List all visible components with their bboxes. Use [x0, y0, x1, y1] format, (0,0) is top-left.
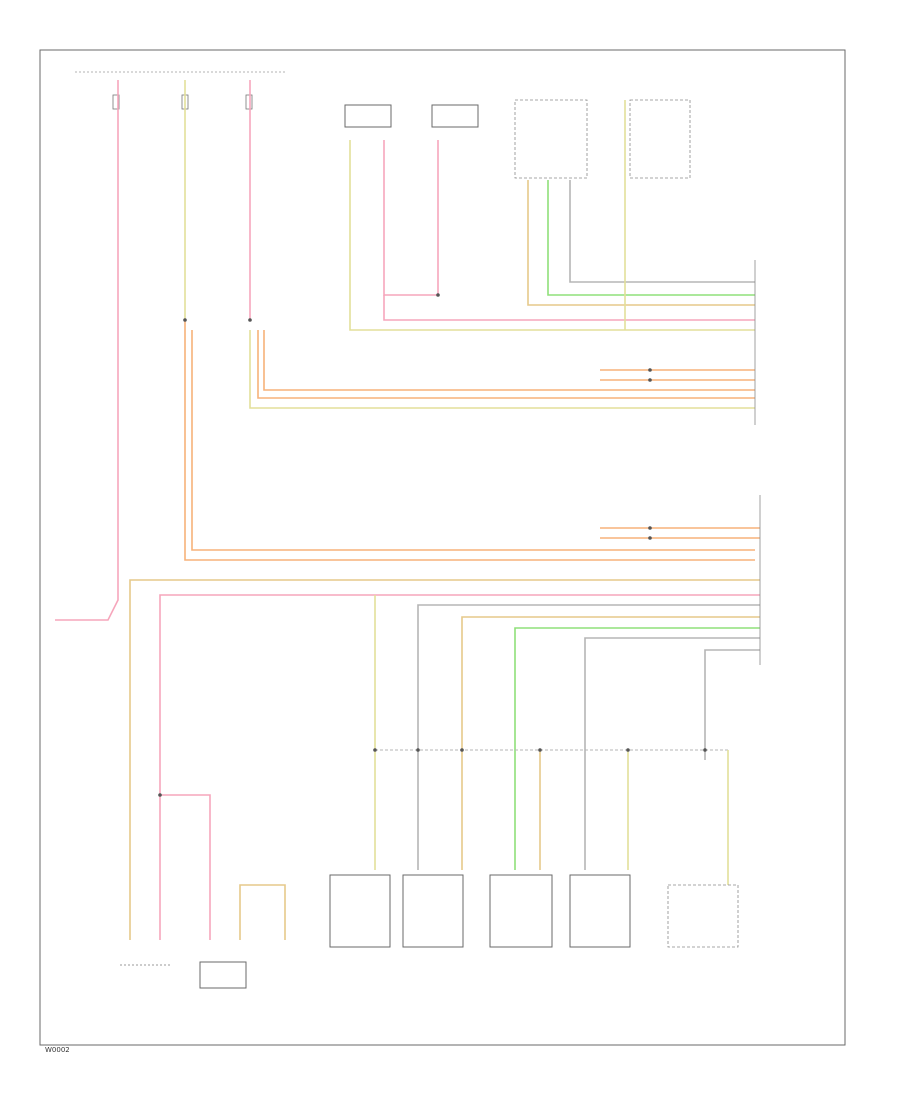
relay-box-icon	[402, 874, 464, 948]
connector-dot-icon	[436, 293, 440, 297]
relay-box-icon	[569, 874, 631, 948]
fuse-icon	[245, 94, 253, 110]
diagram-reference-id: W0002	[45, 1046, 70, 1054]
connector-dot-icon	[158, 793, 162, 797]
bottom-components	[120, 874, 739, 989]
connector-dots	[158, 293, 707, 797]
relay-box-icon	[489, 874, 553, 948]
relay-box-icon	[514, 99, 588, 179]
fuse-icon	[112, 94, 120, 110]
connector-dot-icon	[648, 378, 652, 382]
connector-dot-icon	[183, 318, 187, 322]
connector-dot-icon	[648, 536, 652, 540]
connector-dot-icon	[373, 748, 377, 752]
wires	[55, 80, 760, 940]
connector-dot-icon	[703, 748, 707, 752]
relay-box-icon	[667, 884, 739, 948]
relay-box-icon	[431, 104, 479, 128]
fuse-feeds	[75, 71, 285, 110]
relay-box-icon	[329, 874, 391, 948]
connector-dot-icon	[648, 368, 652, 372]
diagram-frame	[39, 49, 846, 1046]
connector-dot-icon	[538, 748, 542, 752]
top-components	[344, 99, 691, 179]
connector-dot-icon	[416, 748, 420, 752]
connector-dot-icon	[648, 526, 652, 530]
connector-dot-icon	[248, 318, 252, 322]
relay-box-icon	[344, 104, 392, 128]
relay-box-icon	[199, 961, 247, 989]
connector-dot-icon	[460, 748, 464, 752]
relay-box-icon	[629, 99, 691, 179]
connector-housings	[754, 260, 761, 665]
connector-dot-icon	[626, 748, 630, 752]
